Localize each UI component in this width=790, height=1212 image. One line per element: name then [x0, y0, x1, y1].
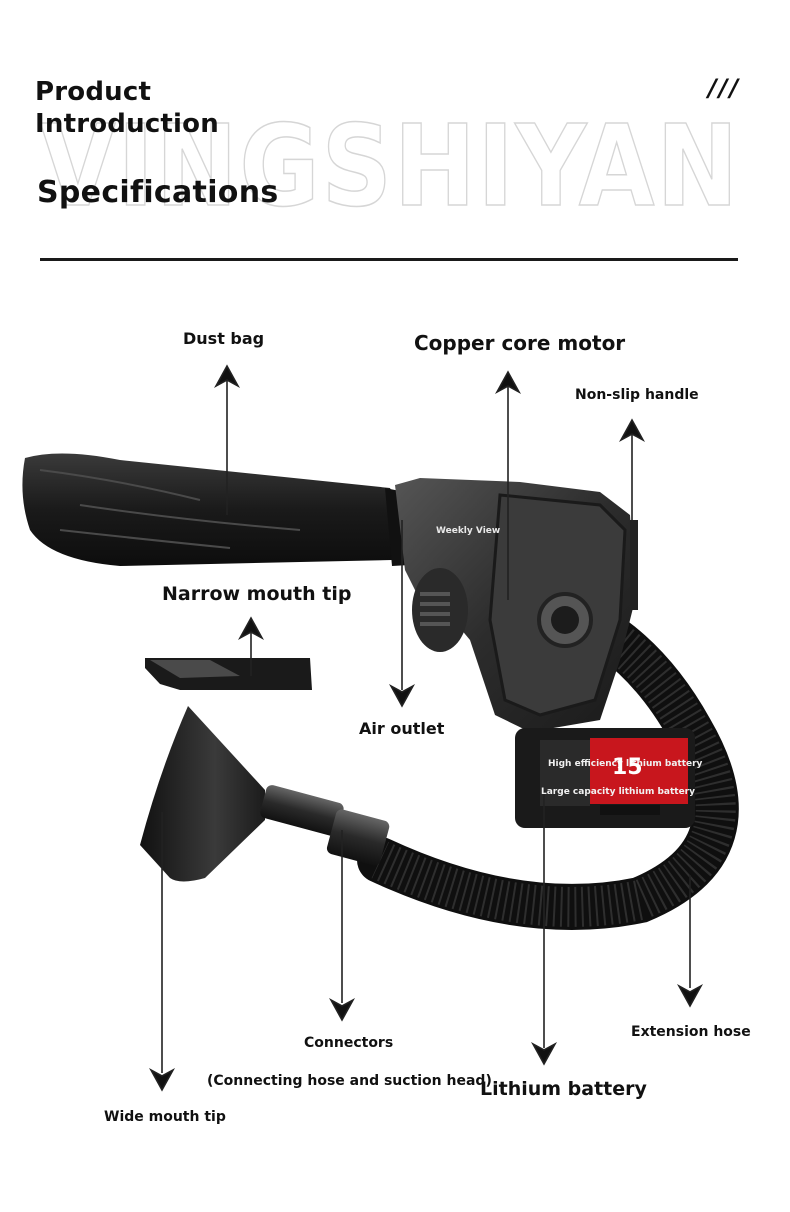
- label-narrow-mouth-tip: Narrow mouth tip: [162, 583, 352, 605]
- label-wide-mouth-tip: Wide mouth tip: [104, 1109, 226, 1125]
- label-dust-bag: Dust bag: [183, 329, 265, 348]
- label-air-outlet: Air outlet: [359, 719, 445, 738]
- battery-number: 15: [612, 755, 643, 780]
- header-divider: [40, 258, 738, 261]
- label-lithium-battery: Lithium battery: [480, 1078, 647, 1100]
- wide-tip-shape: [140, 706, 390, 882]
- pointer-lines: [148, 364, 704, 1092]
- blower-body-shape: [395, 478, 638, 732]
- label-connectors-note: (Connecting hose and suction head): [207, 1073, 492, 1089]
- label-connectors: Connectors: [304, 1035, 394, 1051]
- body-badge: Weekly View: [436, 526, 501, 536]
- decorative-slashes: ///: [708, 74, 741, 102]
- label-non-slip-handle: Non-slip handle: [575, 387, 699, 403]
- battery-overlay-1: High efficiency lithium battery: [548, 759, 703, 769]
- page-title-line1: Product: [35, 77, 152, 107]
- label-copper-core-motor: Copper core motor: [414, 331, 626, 355]
- label-extension-hose: Extension hose: [631, 1024, 751, 1040]
- page-title: Product Introduction: [35, 76, 219, 140]
- page-subtitle: Specifications: [37, 175, 279, 210]
- page-title-line2: Introduction: [35, 109, 219, 139]
- battery-shape: [515, 728, 695, 828]
- battery-overlay-2: Large capacity lithium battery: [541, 787, 695, 797]
- narrow-tip-shape: [145, 658, 312, 690]
- dust-bag-shape: [22, 453, 410, 566]
